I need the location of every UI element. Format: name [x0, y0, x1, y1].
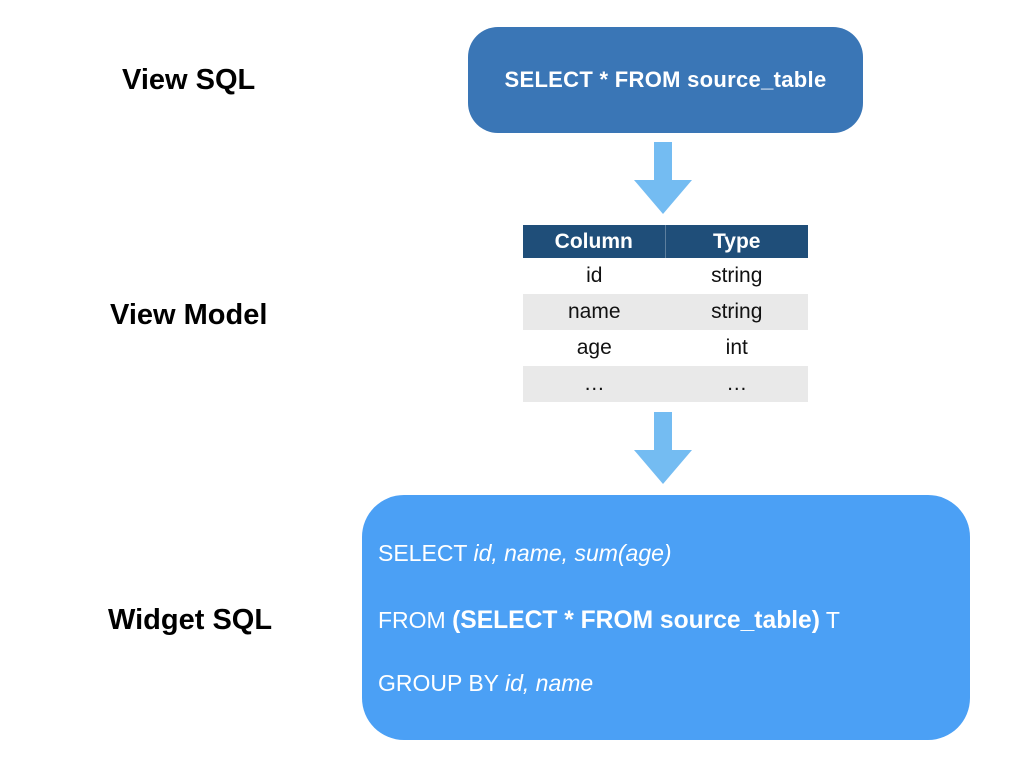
- sql-segment: id, name, sum(age): [473, 540, 672, 566]
- table-row: id string: [523, 258, 808, 294]
- down-arrow-icon-2: [634, 412, 692, 484]
- table-cell: string: [711, 264, 763, 287]
- widget-sql-line: SELECT id, name, sum(age): [378, 540, 672, 567]
- table-header-row: Column Type: [523, 225, 808, 258]
- view-sql-box: SELECT * FROM source_table: [468, 27, 863, 133]
- sql-segment: id, name: [504, 670, 594, 696]
- widget-sql-label: Widget SQL: [108, 604, 273, 636]
- table-row: name string: [523, 294, 808, 330]
- sql-segment: FROM: [378, 607, 453, 633]
- view-model-table: Column Type id string name string age in…: [523, 225, 808, 402]
- widget-sql-line: FROM (SELECT * FROM source_table) T: [378, 607, 840, 635]
- widget-sql-line: GROUP BY id, name: [378, 670, 593, 697]
- widget-sql-box: SELECT id, name, sum(age) FROM (SELECT *…: [362, 495, 970, 740]
- table-row: age int: [523, 330, 808, 366]
- table-cell: id: [586, 264, 603, 287]
- sql-segment: (SELECT * FROM source_table): [452, 607, 820, 634]
- view-sql-label: View SQL: [122, 64, 256, 96]
- table-row: … …: [523, 366, 808, 402]
- sql-segment: T: [819, 607, 840, 633]
- table-cell: age: [576, 336, 612, 359]
- table-cell: …: [583, 372, 605, 395]
- table-cell: name: [567, 300, 621, 323]
- table-cell: int: [725, 336, 748, 359]
- down-arrow-icon-1: [634, 142, 692, 214]
- table-cell: string: [711, 300, 763, 323]
- sql-segment: SELECT: [378, 540, 474, 566]
- view-model-label: View Model: [110, 299, 268, 331]
- table-header-type: Type: [713, 229, 761, 253]
- table-cell: …: [726, 372, 748, 395]
- table-header-column: Column: [523, 225, 666, 258]
- view-sql-text: SELECT * FROM source_table: [504, 67, 827, 92]
- sql-segment: GROUP BY: [378, 670, 505, 696]
